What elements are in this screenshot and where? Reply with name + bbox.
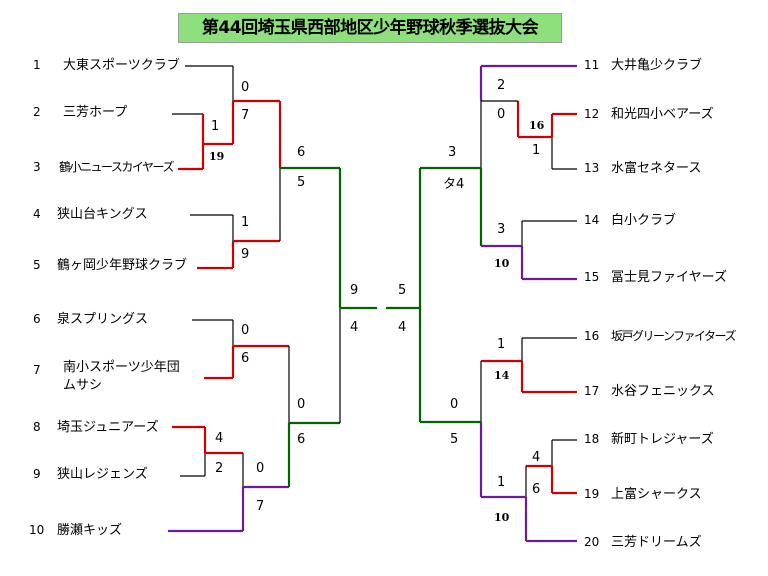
- tournament-title: 第44回埼玉県西部地区少年野球秋季選抜大会: [178, 13, 562, 43]
- team-name: 埼玉ジュニアーズ: [57, 420, 159, 435]
- extra-inning-score: 14: [494, 369, 510, 382]
- team-name: 白小クラブ: [611, 213, 677, 228]
- score: 0: [241, 323, 250, 338]
- team-number: 19: [584, 487, 600, 501]
- team-name: 三芳ホープ: [63, 105, 128, 120]
- team-name: 大東スポーツクラブ: [63, 58, 180, 73]
- score: 7: [241, 108, 250, 123]
- score: 5: [450, 432, 459, 447]
- team-number: 20: [584, 535, 600, 549]
- team-name: 南小スポーツ少年団: [63, 360, 180, 375]
- score: 0: [450, 397, 459, 412]
- score: 4: [532, 450, 541, 465]
- score: 0: [256, 461, 265, 476]
- team-name: 泉スプリングス: [57, 312, 149, 327]
- score: 4: [215, 431, 224, 446]
- extra-inning-score: 10: [494, 257, 510, 270]
- team-name: 水富セネタース: [611, 161, 702, 176]
- score: 6: [241, 351, 250, 366]
- team-number: 15: [584, 270, 600, 284]
- score: 0: [497, 107, 506, 122]
- team-name: 水谷フェニックス: [611, 384, 715, 399]
- team-number: 2: [33, 105, 41, 119]
- team-name: 新町トレジャーズ: [611, 432, 714, 447]
- score: 5: [398, 283, 407, 298]
- team-number: 17: [584, 384, 600, 398]
- team-number: 9: [33, 467, 41, 481]
- team-name: 狭山台キングス: [57, 207, 148, 222]
- team-number: 13: [584, 161, 600, 175]
- team-name-line2: ムサシ: [63, 378, 103, 393]
- score: 1: [497, 337, 506, 352]
- team-name: 鶴ヶ岡少年野球クラブ: [57, 258, 188, 273]
- score: 6: [532, 482, 541, 497]
- team-number: 18: [584, 432, 600, 446]
- team-number: 4: [33, 207, 41, 221]
- team-number: 3: [33, 160, 41, 174]
- team-number: 14: [584, 213, 600, 227]
- score: 0: [297, 397, 306, 412]
- team-number: 11: [584, 58, 600, 72]
- team-name: 坂戸グリーンファイターズ: [611, 329, 736, 343]
- team-number: 7: [33, 363, 41, 377]
- score: 4: [398, 320, 407, 335]
- score: 2: [215, 461, 224, 476]
- team-number: 8: [33, 420, 41, 434]
- score: 7: [256, 499, 265, 514]
- score: 9: [241, 247, 250, 262]
- team-name: 狭山レジェンズ: [57, 467, 148, 482]
- score: 6: [297, 432, 306, 447]
- team-name: 鶴小ニュースカイヤーズ: [59, 160, 174, 174]
- score: 1: [532, 143, 541, 158]
- team-name: 和光四小ベアーズ: [611, 107, 714, 122]
- team-name: 上富シャークス: [611, 487, 702, 502]
- score: 5: [297, 175, 306, 190]
- score: 3: [448, 145, 457, 160]
- score: 3: [497, 222, 506, 237]
- team-number: 16: [584, 329, 600, 343]
- team-name: 三芳ドリームズ: [611, 535, 702, 550]
- team-number: 5: [33, 258, 41, 272]
- team-number: 12: [584, 107, 600, 121]
- team-number: 1: [33, 58, 41, 72]
- team-number: 10: [29, 523, 45, 537]
- extra-inning-score: 16: [529, 119, 545, 132]
- score: タ4: [443, 177, 465, 192]
- score: 6: [297, 145, 306, 160]
- team-name: 大井亀少クラブ: [611, 58, 703, 73]
- score: 1: [211, 119, 220, 134]
- extra-inning-score: 10: [494, 511, 510, 524]
- score: 9: [350, 283, 359, 298]
- team-name: 冨士見ファイヤーズ: [611, 270, 727, 285]
- extra-inning-score: 19: [209, 150, 225, 163]
- team-name: 勝瀬キッズ: [57, 523, 123, 538]
- score: 0: [241, 80, 250, 95]
- score: 2: [497, 78, 506, 93]
- score: 1: [241, 215, 250, 230]
- team-number: 6: [33, 312, 41, 326]
- score: 1: [497, 475, 506, 490]
- score: 4: [350, 320, 359, 335]
